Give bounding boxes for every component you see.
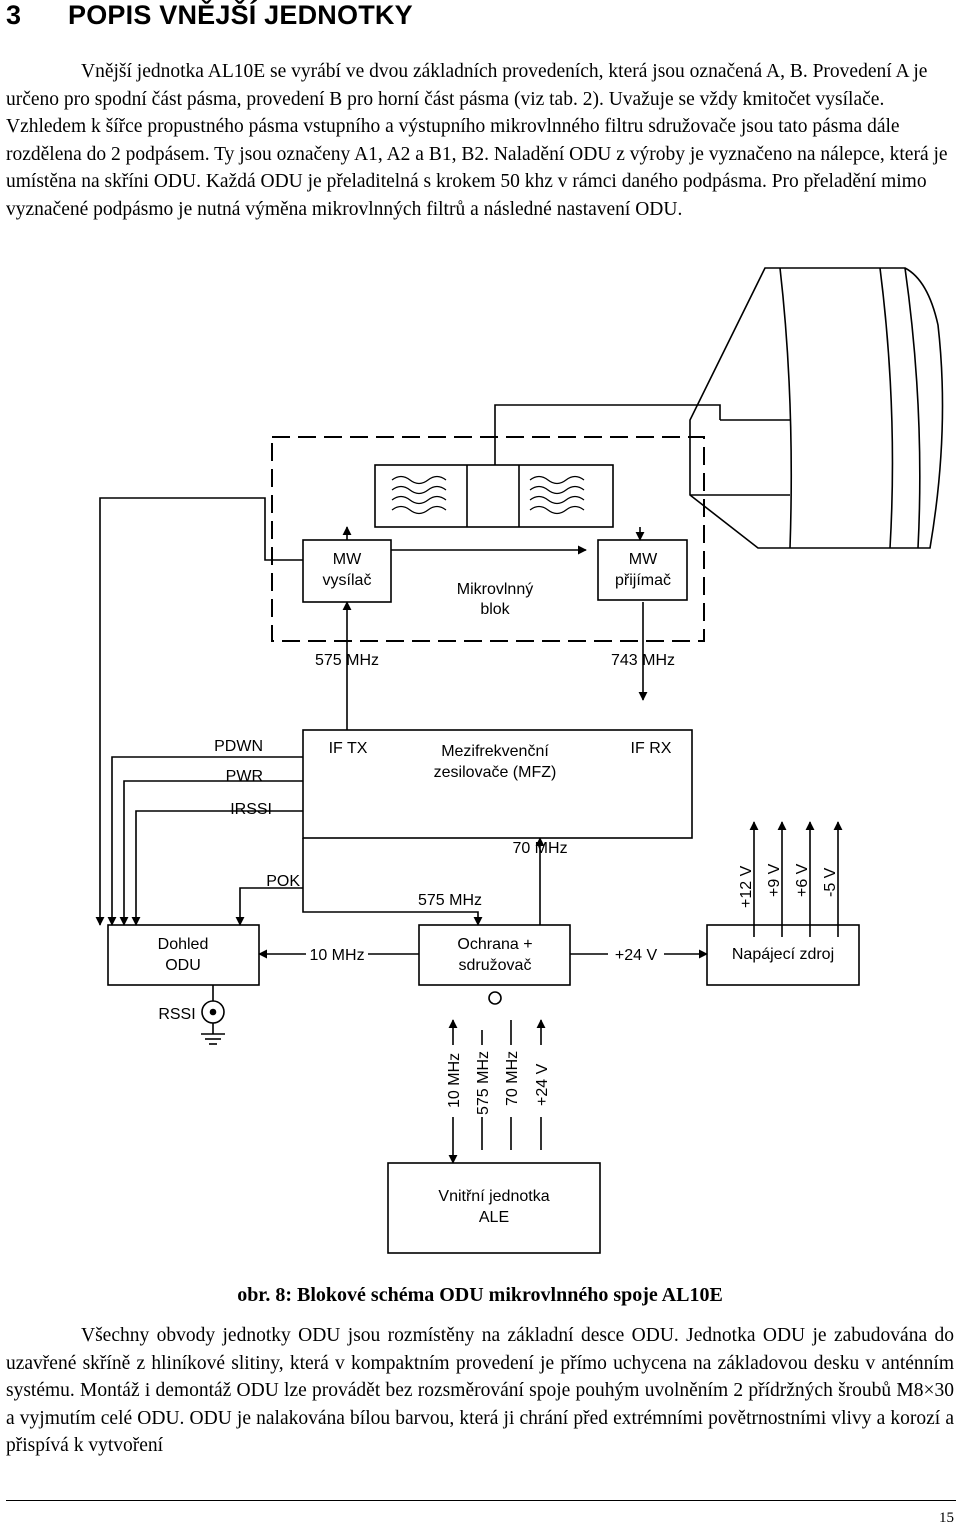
mw-rx-label-1: MW bbox=[629, 551, 658, 568]
indoor-unit-label-1: Vnitřní jednotka bbox=[438, 1188, 549, 1205]
cable-label-10: 10 MHz bbox=[446, 1053, 463, 1108]
freq-10: 10 MHz bbox=[309, 947, 364, 964]
page-number: 15 bbox=[939, 1510, 954, 1526]
mw-tx-label-2: vysílač bbox=[323, 572, 372, 589]
mw-receiver-block bbox=[597, 539, 688, 601]
v9-label: +9 V bbox=[766, 863, 783, 897]
mfz-label-1: Mezifrekvenční bbox=[441, 743, 549, 760]
v24-link-label: +24 V bbox=[615, 947, 658, 964]
freq-70: 70 MHz bbox=[512, 840, 567, 857]
mw-block-label-2: blok bbox=[480, 601, 510, 618]
if-tx-label: IF TX bbox=[329, 740, 368, 757]
if-rx-label: IF RX bbox=[631, 740, 672, 757]
pwr-label: PWR bbox=[226, 768, 263, 785]
rssi-connector-icon bbox=[201, 985, 225, 1045]
pdwn-line bbox=[107, 756, 272, 926]
v6-label: +6 V bbox=[794, 863, 811, 897]
rssi-label: RSSI bbox=[158, 1006, 195, 1023]
filter-row bbox=[374, 464, 614, 528]
tx-filter-waves bbox=[391, 475, 447, 515]
rx-filter-waves bbox=[529, 475, 585, 515]
section-heading: 3 POPIS VNĚJŠÍ JEDNOTKY bbox=[6, 0, 413, 31]
freq-575-mid: 575 MHz bbox=[418, 892, 482, 909]
mw-control-line bbox=[95, 497, 266, 926]
ochrana-connector-icon bbox=[488, 991, 502, 1005]
irssi-line bbox=[131, 810, 303, 926]
footer-rule bbox=[6, 1500, 956, 1501]
indoor-unit-block bbox=[387, 1162, 601, 1254]
pdwn-label: PDWN bbox=[214, 738, 263, 755]
v12-label: +12 V bbox=[738, 865, 755, 908]
mw-rx-label-2: přijímač bbox=[615, 572, 671, 589]
ochrana-label-2: sdružovač bbox=[459, 957, 532, 974]
dohled-block bbox=[107, 924, 260, 986]
section-number: 3 bbox=[6, 0, 22, 30]
indoor-unit-label-2: ALE bbox=[479, 1209, 509, 1226]
dohled-label-2: ODU bbox=[165, 957, 201, 974]
ochrana-block bbox=[418, 924, 571, 986]
dohled-label-1: Dohled bbox=[158, 936, 209, 953]
freq-575-top: 575 MHz bbox=[315, 652, 379, 669]
pwr-line bbox=[119, 780, 303, 926]
mw-block-label-1: Mikrovlnný bbox=[457, 581, 533, 598]
mfz-575-line bbox=[302, 838, 483, 926]
section-title: POPIS VNĚJŠÍ JEDNOTKY bbox=[68, 0, 413, 30]
antenna-feed-line bbox=[494, 404, 721, 465]
ochrana-label-1: Ochrana + bbox=[457, 936, 532, 953]
intro-paragraph: Vnější jednotka AL10E se vyrábí ve dvou … bbox=[6, 61, 948, 220]
cable-label-24v: +24 V bbox=[534, 1063, 551, 1106]
v5-label: -5 V bbox=[822, 867, 839, 897]
body-paragraph: Všechny obvody jednotky ODU jsou rozmíst… bbox=[6, 1325, 954, 1457]
irssi-label: IRSSI bbox=[230, 801, 272, 818]
freq-743: 743 MHz bbox=[611, 652, 675, 669]
pok-label: POK bbox=[266, 873, 300, 890]
figure-caption: obr. 8: Blokové schéma ODU mikrovlnného … bbox=[237, 1284, 723, 1306]
napajeci-label: Napájecí zdroj bbox=[732, 946, 834, 963]
antenna-dish bbox=[689, 267, 944, 549]
mfz-block bbox=[302, 729, 693, 839]
cable-label-70: 70 MHz bbox=[504, 1051, 521, 1106]
mw-transmitter-block bbox=[302, 539, 392, 603]
pok-line bbox=[235, 887, 303, 926]
mfz-label-2: zesilovače (MFZ) bbox=[434, 764, 557, 781]
odu-boundary bbox=[271, 436, 705, 642]
mw-tx-label-1: MW bbox=[333, 551, 362, 568]
cable-label-575: 575 MHz bbox=[475, 1051, 492, 1115]
